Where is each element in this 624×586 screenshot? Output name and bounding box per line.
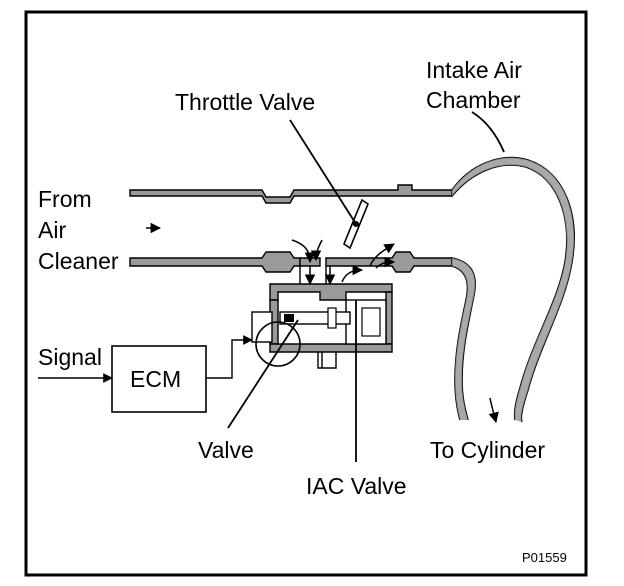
- intake-air-chamber-label-line2: Chamber: [426, 87, 521, 113]
- from-air-cleaner-label-line2: Air: [38, 217, 66, 243]
- diagram-frame: [24, 10, 588, 577]
- intake-air-chamber: [451, 156, 575, 423]
- ecm-box: [111, 345, 207, 413]
- throttle-valve-label: Throttle Valve: [175, 89, 315, 115]
- intake-air-chamber-label-line1: Intake Air: [426, 57, 522, 83]
- leader-lines: [227, 111, 505, 462]
- signal-label: Signal: [38, 344, 102, 370]
- iac-valve-label: IAC Valve: [306, 473, 407, 499]
- figure-code: P01559: [522, 550, 567, 565]
- to-cylinder-label: To Cylinder: [430, 437, 545, 463]
- ecm-label: ECM: [130, 366, 181, 392]
- airflow-arrows: [146, 222, 499, 424]
- valve-label: Valve: [198, 437, 254, 463]
- intake-pipe-lower-wall: [129, 251, 453, 273]
- intake-pipe-upper-wall: [129, 184, 453, 204]
- from-air-cleaner-label-line3: Cleaner: [38, 248, 119, 274]
- ecm-block: [38, 335, 253, 413]
- iac-valve-housing: [251, 266, 393, 369]
- from-air-cleaner-label-line1: From: [38, 186, 92, 212]
